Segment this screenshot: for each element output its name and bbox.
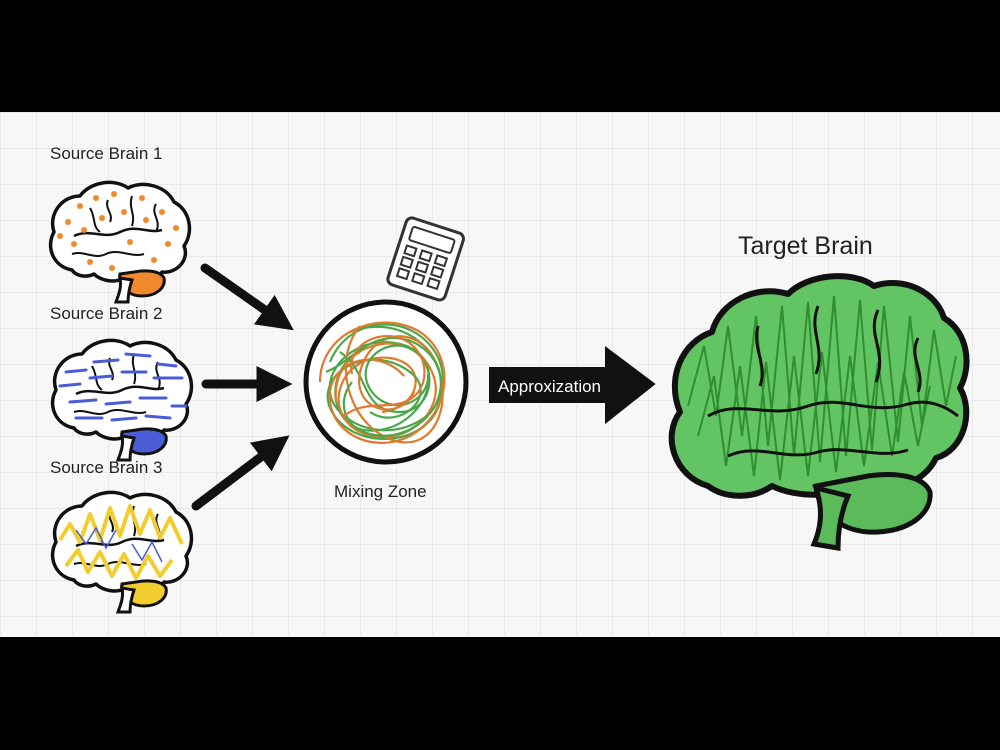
mixing-zone-circle bbox=[303, 299, 469, 465]
approxization-arrow: Approxization bbox=[489, 346, 656, 425]
source-arrows bbox=[191, 263, 294, 511]
arrow-brain-1 bbox=[200, 263, 294, 331]
source-brain-3-label: Source Brain 3 bbox=[50, 458, 163, 477]
source-brain-1-label: Source Brain 1 bbox=[50, 144, 163, 163]
diagram-canvas: Approxization bbox=[0, 112, 1000, 637]
source-brain-2-label: Source Brain 2 bbox=[50, 304, 163, 323]
source-brain-1-image bbox=[48, 180, 192, 304]
mixing-zone-label: Mixing Zone bbox=[334, 482, 427, 501]
target-brain-label: Target Brain bbox=[738, 232, 873, 260]
source-brain-3-image bbox=[50, 490, 194, 614]
source-brain-2-image bbox=[50, 338, 194, 462]
calculator-icon bbox=[386, 216, 465, 302]
diagram-art: Approxization bbox=[48, 180, 970, 614]
approxization-label: Approxization bbox=[498, 377, 601, 396]
target-brain-image bbox=[668, 273, 970, 551]
arrow-brain-3 bbox=[191, 435, 290, 511]
